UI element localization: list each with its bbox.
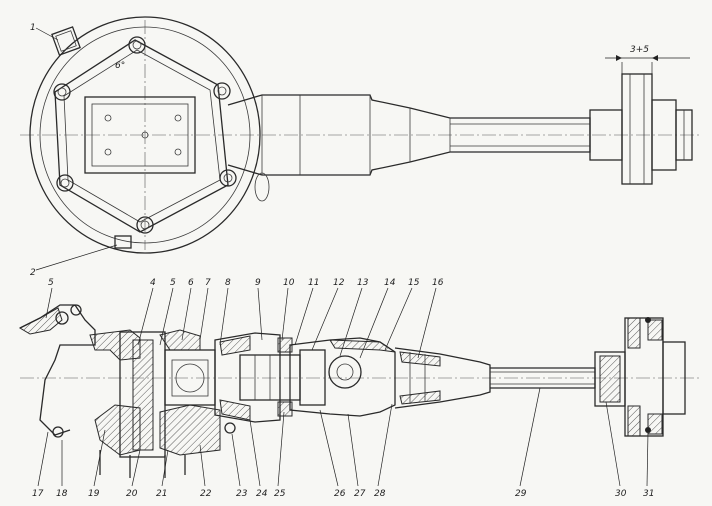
callout-17: 17 <box>32 489 44 499</box>
callout-27: 27 <box>354 489 366 499</box>
callout-13: 13 <box>357 278 369 288</box>
callout-6: 6 <box>188 278 194 288</box>
callout-16: 16 <box>432 278 444 288</box>
section-view <box>18 304 700 478</box>
callout-5b: 5 <box>170 278 176 288</box>
callout-14: 14 <box>384 278 396 288</box>
callouts-top: 5 4 5 6 7 8 9 10 11 12 13 14 15 16 <box>45 278 444 359</box>
callout-18: 18 <box>56 489 68 499</box>
flange-bolts <box>53 36 237 234</box>
callout-31: 31 <box>643 489 654 499</box>
callout-12: 12 <box>333 278 345 288</box>
callout-23: 23 <box>236 489 248 499</box>
callout-29: 29 <box>515 489 527 499</box>
angle-label: 6° <box>115 61 125 71</box>
callout-4: 4 <box>150 278 156 288</box>
callout-28: 28 <box>374 489 386 499</box>
callout-25: 25 <box>274 489 286 499</box>
callout-22: 22 <box>200 489 212 499</box>
dimension-label: 3+5 <box>630 45 649 55</box>
callout-26: 26 <box>334 489 346 499</box>
top-view: 3+5 1 2 6° <box>20 16 700 278</box>
callout-30: 30 <box>615 489 627 499</box>
callout-24: 24 <box>256 489 268 499</box>
callout-5: 5 <box>48 278 54 288</box>
callout-10: 10 <box>283 278 295 288</box>
callout-8: 8 <box>225 278 231 288</box>
callout-9: 9 <box>255 278 261 288</box>
callouts-bottom: 17 18 19 20 21 22 23 24 25 26 27 28 29 3… <box>32 387 654 499</box>
label-2: 2 <box>30 268 36 278</box>
callout-15: 15 <box>408 278 420 288</box>
callout-19: 19 <box>88 489 100 499</box>
label-1: 1 <box>30 23 36 33</box>
callout-7: 7 <box>205 278 211 288</box>
callout-21: 21 <box>156 489 167 499</box>
callout-20: 20 <box>126 489 138 499</box>
callout-11: 11 <box>308 278 319 288</box>
